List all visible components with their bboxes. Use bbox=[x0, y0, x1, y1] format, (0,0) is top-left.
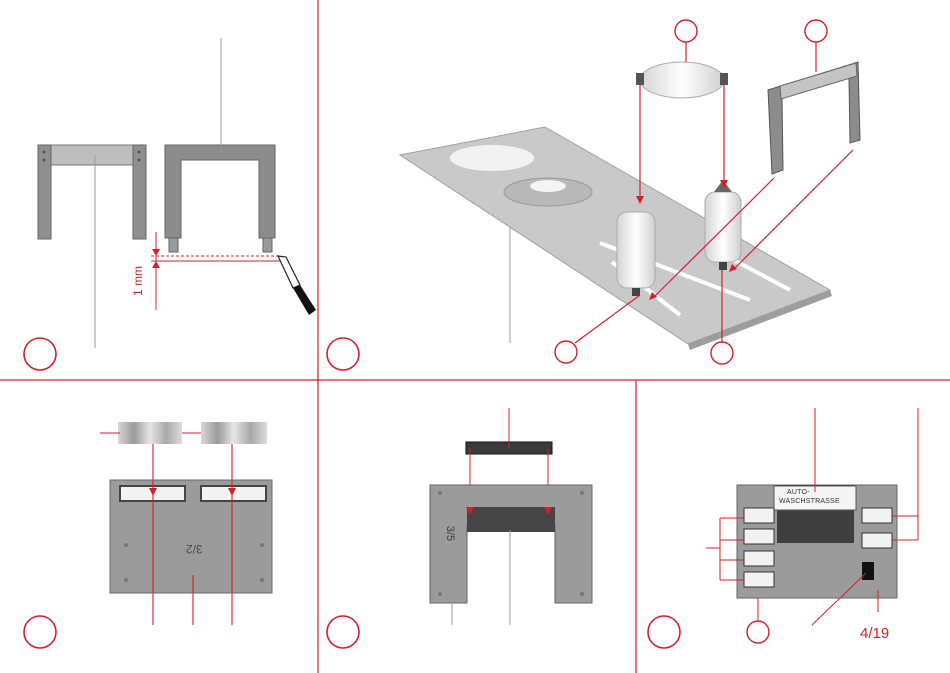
brush-part-installed-2 bbox=[705, 180, 741, 270]
knife-icon bbox=[278, 256, 316, 315]
glazing-strip-2 bbox=[201, 422, 267, 444]
frame-part-left bbox=[38, 145, 146, 239]
step-panel-portal bbox=[327, 408, 592, 648]
part-mark-panel-b: 3/5 bbox=[444, 526, 455, 541]
page-reference: 4/19 bbox=[860, 626, 889, 641]
portal-wall-part bbox=[430, 485, 592, 603]
sign-text-line-1: AUTO- bbox=[787, 489, 810, 496]
step-number-circle-1 bbox=[24, 338, 56, 370]
step-panel-signs bbox=[648, 408, 918, 648]
sign-text-line-2: WASCHSTRASSE bbox=[779, 498, 840, 505]
step-panel-trim bbox=[24, 38, 316, 370]
step-number-circle-3 bbox=[24, 616, 56, 648]
base-plate bbox=[400, 127, 832, 350]
step-panel-windows bbox=[24, 422, 272, 648]
frame-part-right bbox=[165, 145, 275, 252]
wall-panel bbox=[110, 480, 272, 593]
step-number-circle-5 bbox=[648, 616, 680, 648]
step-panel-brushes bbox=[327, 20, 860, 370]
step-number-circle-4 bbox=[327, 616, 359, 648]
brush-part-installed-1 bbox=[617, 212, 655, 296]
part-mark-panel-a: 3/2 bbox=[186, 543, 203, 555]
glazing-strip-1 bbox=[118, 422, 182, 444]
dimension-label: 1 mm bbox=[132, 266, 144, 296]
step-number-circle-2 bbox=[327, 338, 359, 370]
part-callout-circle-5 bbox=[747, 621, 769, 643]
brush-part-loose bbox=[636, 62, 728, 98]
